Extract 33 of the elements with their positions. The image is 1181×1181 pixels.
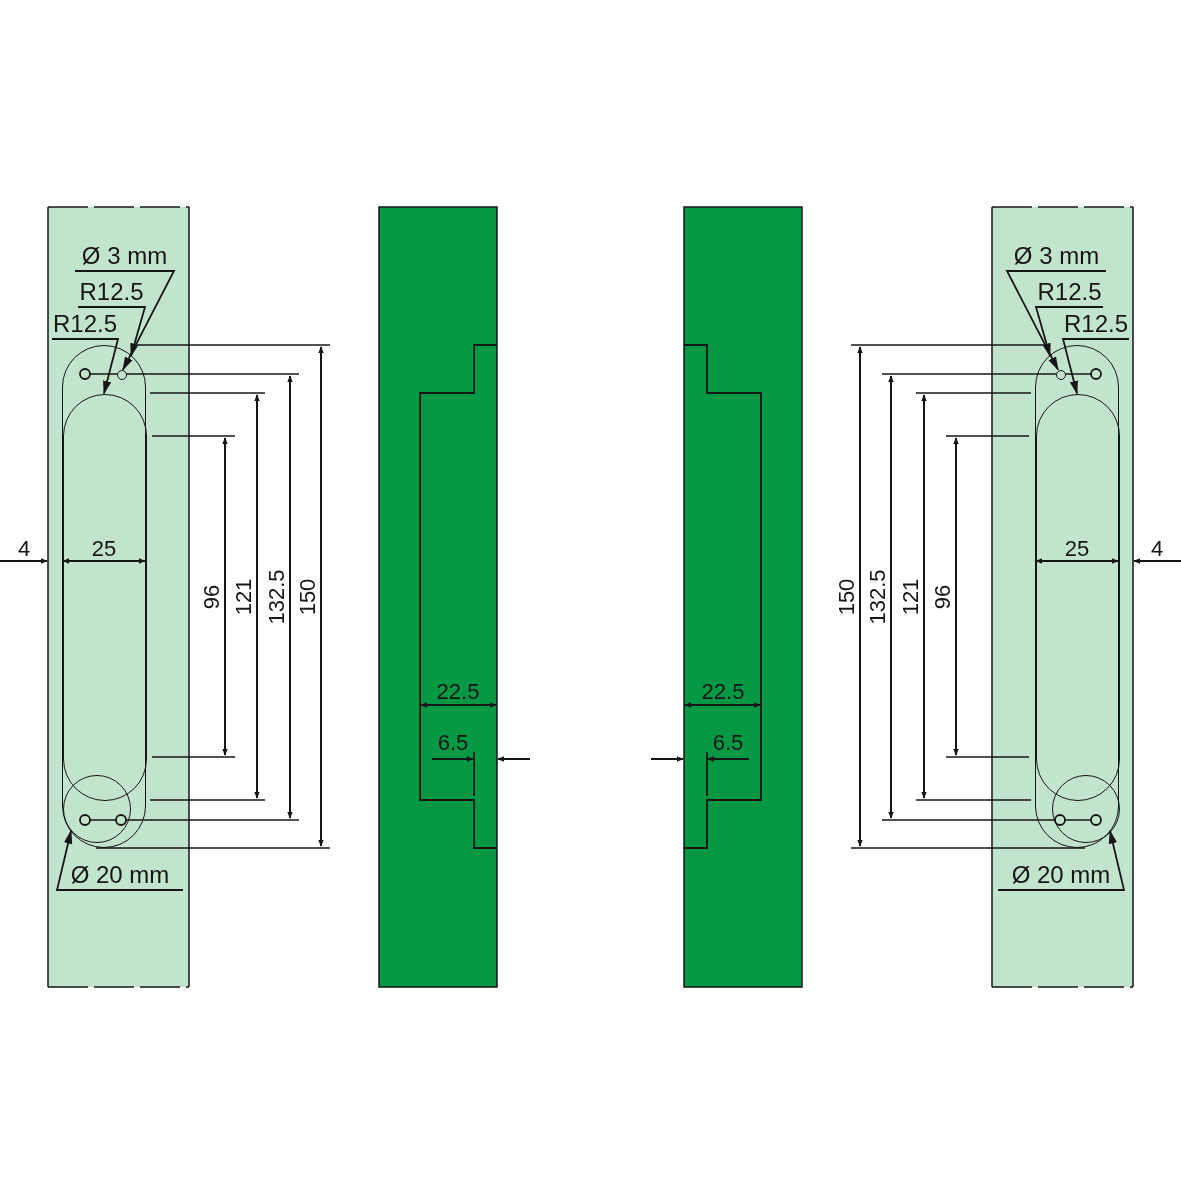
dimension-label: 6.5 [437,732,469,754]
leader-line [1005,270,1107,371]
dimension-label: 22.5 [436,681,480,703]
callout-label: Ø 20 mm [57,857,183,890]
screw-hole [1056,370,1066,380]
dimension-label: 4 [17,538,31,560]
dimension-label: 6.5 [712,732,744,754]
dimension-label: 96 [201,584,223,610]
dimension-label: 150 [836,578,858,616]
leader-line [77,306,147,358]
screw-hole [117,370,127,380]
callout-label: Ø 20 mm [998,857,1124,890]
callout-label: Ø 3 mm [1007,240,1106,271]
dimension-label: 121 [900,578,922,616]
dimension-label: 22.5 [701,681,745,703]
leader-line [55,829,184,891]
callout-label: R12.5 [52,310,118,339]
dimension-label: 150 [297,578,319,616]
dimension-label: 132.5 [867,569,889,625]
dimension-label: 96 [932,584,954,610]
callout-label: Ø 3 mm [75,240,174,271]
dimension-label: 4 [1150,538,1164,560]
callout-label: R12.5 [1036,278,1103,307]
dimension-label: 25 [91,538,117,560]
leader-line [1061,338,1130,395]
leader-line [51,338,120,395]
dimension-label: 132.5 [266,569,288,625]
callout-label: R12.5 [78,278,145,307]
leader-line [74,270,176,371]
leader-line [1034,306,1104,358]
dimension-label: 121 [233,578,255,616]
callout-label: R12.5 [1063,310,1129,339]
dimension-label: 25 [1064,538,1090,560]
